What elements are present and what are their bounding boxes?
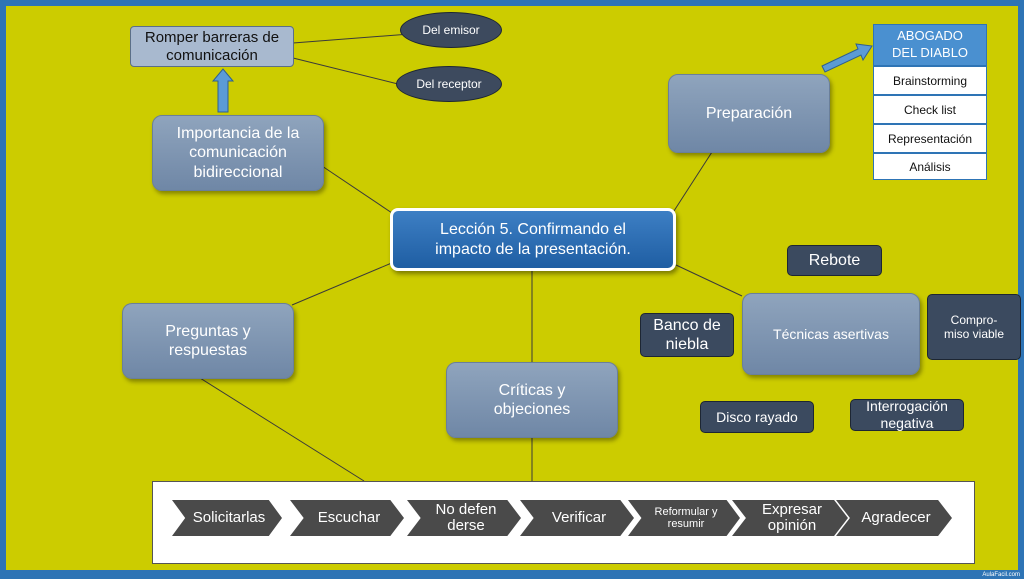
- table-row-label: Representación: [887, 131, 973, 146]
- node-disco-rayado[interactable]: Disco rayado: [700, 401, 814, 433]
- node-del-receptor-label: Del receptor: [416, 76, 482, 91]
- process-step-escuchar[interactable]: Escuchar: [290, 500, 404, 536]
- node-tecnicas-label: Técnicas asertivas: [773, 325, 889, 342]
- node-preparacion-label: Preparación: [705, 104, 793, 122]
- line-center-tecnicas: [675, 264, 743, 297]
- node-importancia[interactable]: Importancia de la comunicación bidirecci…: [152, 115, 324, 191]
- table-header-abogado: ABOGADO DEL DIABLO: [873, 24, 987, 66]
- node-center-topic[interactable]: Lección 5. Confirmando el impacto de la …: [390, 208, 676, 271]
- line-preparacion-center: [671, 151, 713, 215]
- table-row-checklist[interactable]: Check list: [873, 95, 987, 124]
- process-step-expresar[interactable]: Expresar opinión: [732, 500, 848, 536]
- node-preguntas-label: Preguntas y respuestas: [165, 322, 251, 359]
- node-importancia-label: Importancia de la comunicación bidirecci…: [176, 125, 300, 181]
- process-step-label: Agradecer: [861, 508, 931, 526]
- line-barreras-receptor: [292, 57, 399, 85]
- node-criticas[interactable]: Críticas y objeciones: [446, 362, 618, 438]
- line-preguntas-center: [291, 261, 395, 306]
- node-del-emisor-label: Del emisor: [422, 22, 480, 37]
- table-row-label: Brainstorming: [892, 73, 968, 88]
- process-step-label: Escuchar: [317, 508, 381, 526]
- line-importancia-center: [321, 165, 393, 214]
- process-step-solicitarlas[interactable]: Solicitarlas: [172, 500, 282, 536]
- node-compromiso[interactable]: Compro-miso viable: [927, 294, 1021, 360]
- process-step-agradecer[interactable]: Agradecer: [836, 500, 952, 536]
- diagonal-arrow: [821, 43, 873, 73]
- process-step-verificar[interactable]: Verificar: [520, 500, 634, 536]
- node-del-emisor[interactable]: Del emisor: [400, 12, 502, 48]
- process-step-label: Verificar: [551, 508, 607, 526]
- process-step-label: No defen derse: [435, 500, 497, 534]
- line-preguntas-process: [199, 377, 365, 482]
- watermark: AulaFacil.com: [982, 572, 1020, 578]
- process-step-label: Reformular y resumir: [654, 505, 718, 530]
- node-banco-niebla-label: Banco de niebla: [653, 316, 721, 353]
- node-romper-barreras[interactable]: Romper barreras de comunicación: [130, 26, 294, 67]
- process-step-label: Solicitarlas: [192, 508, 266, 526]
- process-step-reformular[interactable]: Reformular y resumir: [628, 500, 740, 536]
- table-header-label: ABOGADO DEL DIABLO: [891, 28, 969, 60]
- slide-canvas: [6, 6, 1018, 570]
- node-romper-barreras-label: Romper barreras de comunicación: [144, 28, 280, 64]
- node-compromiso-label: Compro-miso viable: [943, 312, 1005, 341]
- node-preparacion[interactable]: Preparación: [668, 74, 830, 153]
- node-criticas-label: Críticas y objeciones: [493, 381, 571, 418]
- up-arrow: [211, 68, 235, 113]
- table-row-representacion[interactable]: Representación: [873, 124, 987, 153]
- node-disco-rayado-label: Disco rayado: [716, 408, 798, 425]
- node-rebote[interactable]: Rebote: [787, 245, 882, 276]
- node-preguntas[interactable]: Preguntas y respuestas: [122, 303, 294, 379]
- node-center-topic-label: Lección 5. Confirmando el impacto de la …: [435, 221, 631, 258]
- table-row-analisis[interactable]: Análisis: [873, 153, 987, 180]
- table-row-brainstorming[interactable]: Brainstorming: [873, 66, 987, 95]
- process-step-label: Expresar opinión: [761, 500, 823, 534]
- node-tecnicas[interactable]: Técnicas asertivas: [742, 293, 920, 375]
- node-banco-niebla[interactable]: Banco de niebla: [640, 313, 734, 357]
- process-step-no-defenderse[interactable]: No defen derse: [407, 500, 521, 536]
- node-rebote-label: Rebote: [808, 251, 861, 269]
- table-row-label: Check list: [903, 102, 956, 117]
- node-del-receptor[interactable]: Del receptor: [396, 66, 502, 102]
- node-interrogacion-label: Interrogación negativa: [866, 398, 948, 431]
- line-barreras-emisor: [292, 33, 411, 44]
- table-row-label: Análisis: [909, 159, 951, 174]
- node-interrogacion[interactable]: Interrogación negativa: [850, 398, 964, 431]
